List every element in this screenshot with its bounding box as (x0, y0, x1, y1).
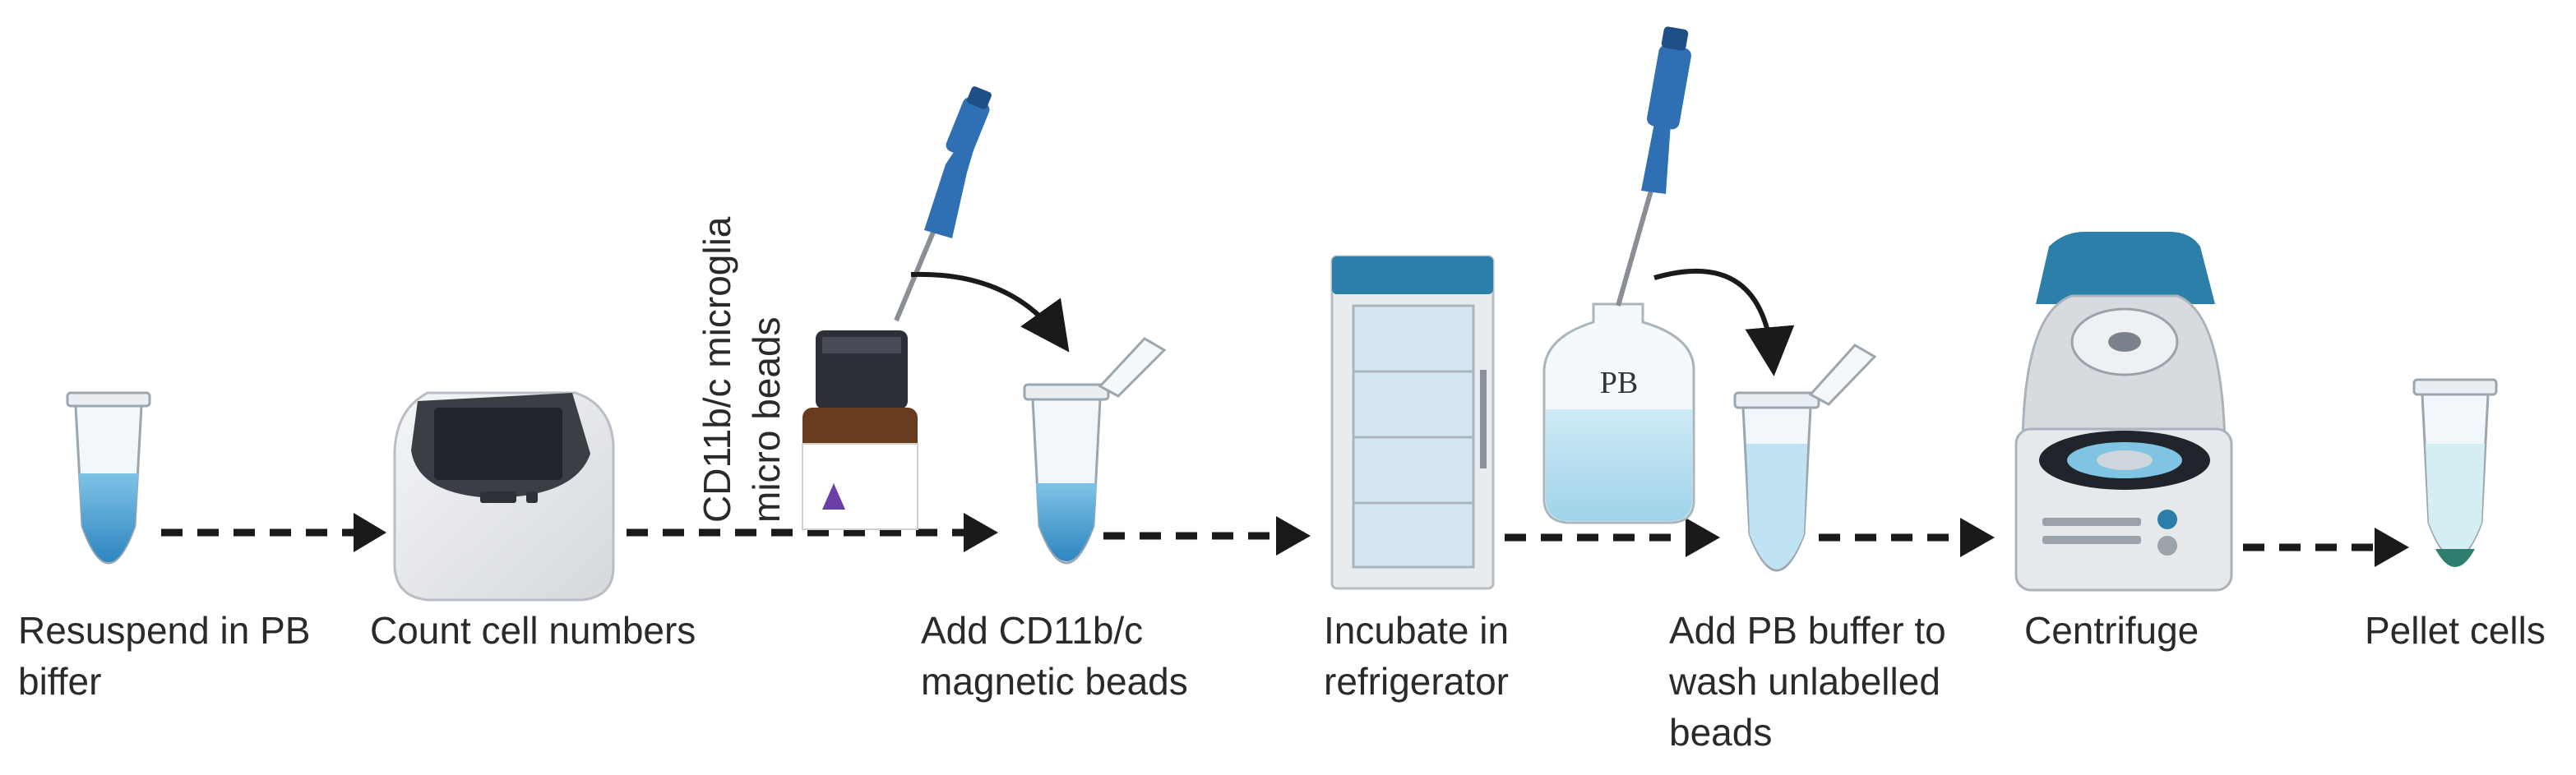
bottle-label: PB (1600, 366, 1638, 400)
pipette-icon (894, 86, 992, 322)
cell-counter-icon (393, 391, 615, 602)
step-label-incubate: Incubate in refrigerator (1324, 605, 1509, 707)
buffer-bottle-icon: PB (1542, 302, 1695, 524)
arrowhead-6 (2375, 528, 2409, 567)
label-line: Incubate in (1324, 609, 1510, 652)
tube-icon (1023, 337, 1167, 565)
step-label-add-pb: Add PB buffer to wash unlabelled beads (1669, 605, 1946, 758)
label-line: Centrifuge (2024, 609, 2199, 652)
label-line: micro beads (745, 316, 788, 523)
label-line: biffer (18, 660, 102, 703)
arrowhead-2 (964, 513, 998, 552)
reagent-label: CD11b/c microglia micro beads (692, 217, 791, 523)
step-label-add-beads: Add CD11b/c magnetic beads (921, 605, 1188, 707)
pipette-icon (1616, 26, 1691, 307)
arrowhead-4 (1686, 518, 1720, 557)
label-line: beads (1669, 711, 1773, 754)
label-line: Pellet cells (2365, 609, 2546, 652)
label-line: Resuspend in PB (18, 609, 311, 652)
label-line: magnetic beads (921, 660, 1188, 703)
label-line: Add CD11b/c (921, 609, 1144, 652)
tube-icon (66, 391, 151, 565)
curved-arrow-1 (910, 271, 1070, 353)
label-line: CD11b/c microglia (696, 216, 738, 523)
arrowhead-1 (354, 513, 386, 552)
refrigerator-icon (1330, 255, 1495, 590)
step-label-resuspend: Resuspend in PB biffer (18, 605, 310, 707)
tube-icon (1733, 344, 1877, 572)
step-label-count: Count cell numbers (370, 605, 696, 656)
label-line: Add PB buffer to (1669, 609, 1946, 652)
curved-arrow-2 (1653, 269, 1795, 376)
tube-icon (2412, 378, 2498, 567)
bead-vial-icon (802, 330, 918, 530)
label-line: Count cell numbers (370, 609, 696, 652)
arrowhead-3 (1276, 516, 1311, 556)
step-label-pellet: Pellet cells (2365, 605, 2546, 656)
step-label-centrifuge: Centrifuge (2024, 605, 2199, 656)
arrowhead-5 (1960, 518, 1995, 557)
label-line: refrigerator (1324, 660, 1509, 703)
label-line: wash unlabelled (1669, 660, 1940, 703)
centrifuge-icon (2014, 232, 2233, 592)
